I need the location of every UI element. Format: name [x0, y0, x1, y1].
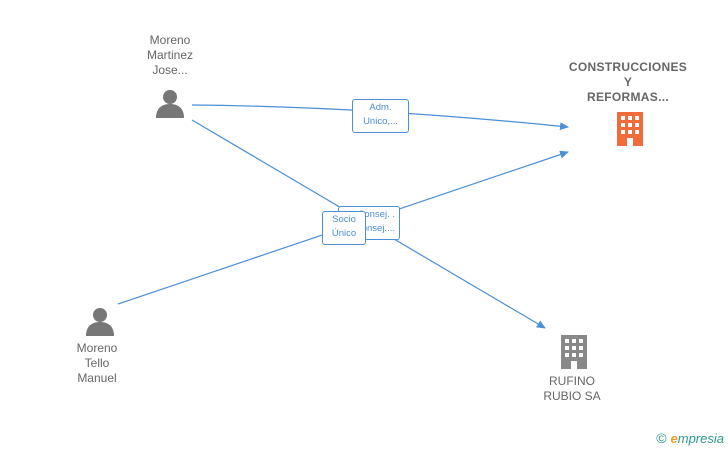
company-node-label[interactable]: RUFINO RUBIO SA [543, 374, 601, 403]
building-icon[interactable] [614, 112, 646, 146]
person-node-label[interactable]: Moreno Martinez Jose... [146, 33, 193, 77]
person-icon[interactable] [155, 88, 185, 118]
company-node-label[interactable]: CONSTRUCCIONES Y REFORMAS... [568, 60, 688, 104]
person-icon[interactable] [85, 306, 115, 336]
person-node-label[interactable]: Moreno Tello Manuel [76, 341, 118, 385]
building-icon[interactable] [558, 335, 590, 369]
edge-label-adm-unico[interactable]: Adm. Unico,... [352, 99, 409, 133]
empresia-logo: ©empresia [656, 430, 724, 446]
edge-label-socio-unico[interactable]: Socio Único [322, 211, 366, 245]
